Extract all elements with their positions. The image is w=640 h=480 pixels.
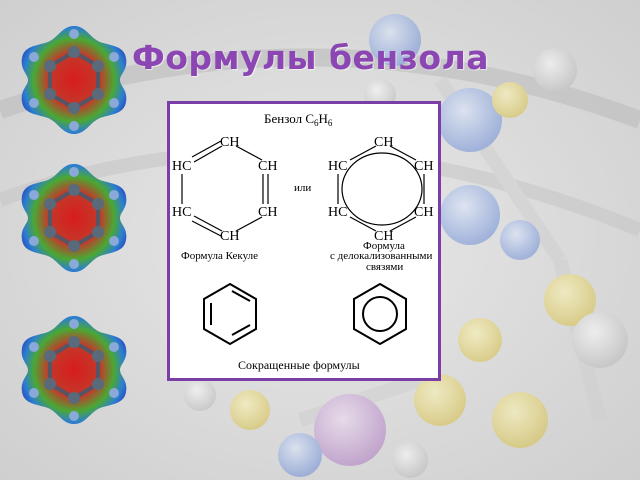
kekule-hc-upper-left: HC bbox=[172, 159, 191, 174]
kekule-structure: CH HC CH HC CH CH bbox=[172, 135, 277, 244]
deloc-hc-lower-left: HC bbox=[328, 205, 347, 220]
slide-title: Формулы бензола bbox=[132, 38, 490, 77]
connector-text: или bbox=[294, 182, 311, 194]
benzene-orbital-icon bbox=[21, 26, 127, 134]
benzene-formulas-diagram: Бензол С6Н6 CH HC CH HC CH CH или bbox=[172, 111, 433, 372]
deloc-caption-line1: Формула bbox=[363, 240, 405, 252]
deloc-caption-line2: с делокализованными bbox=[330, 250, 432, 262]
benzene-formulas-panel: Бензол С6Н6 CH HC CH HC CH CH или bbox=[167, 101, 441, 381]
short-delocalized-hexagon bbox=[353, 282, 407, 346]
kekule-hc-lower-left: HC bbox=[172, 205, 191, 220]
deloc-caption-line3: связями bbox=[366, 261, 403, 273]
benzene-orbital-icon bbox=[21, 316, 127, 424]
benzene-orbital-icon bbox=[21, 164, 127, 272]
deloc-ch-upper-right: CH bbox=[414, 159, 433, 174]
kekule-ch-top: CH bbox=[220, 135, 239, 150]
short-kekule-hexagon bbox=[203, 282, 257, 346]
kekule-caption: Формула Кекуле bbox=[181, 250, 258, 262]
diagram-heading: Бензол С6Н6 bbox=[264, 111, 333, 128]
deloc-hc-upper-left: HC bbox=[328, 159, 347, 174]
kekule-ch-bottom: CH bbox=[220, 229, 239, 244]
deloc-ch-bottom: CH bbox=[374, 229, 393, 244]
kekule-ch-upper-right: CH bbox=[258, 159, 277, 174]
deloc-ch-lower-right: CH bbox=[414, 205, 433, 220]
deloc-ch-top: CH bbox=[374, 135, 393, 150]
delocalized-structure: CH HC CH HC CH CH bbox=[328, 135, 433, 244]
kekule-ch-lower-right: CH bbox=[258, 205, 277, 220]
short-formulas-caption: Сокращенные формулы bbox=[238, 358, 360, 372]
